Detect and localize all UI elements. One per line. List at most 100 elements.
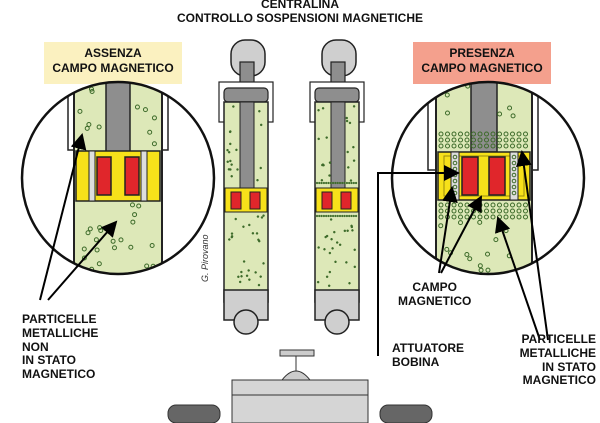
particle xyxy=(464,251,470,257)
particle xyxy=(89,89,95,95)
particle xyxy=(516,143,522,149)
particle xyxy=(464,137,470,143)
particle xyxy=(477,214,483,220)
particle xyxy=(341,181,344,185)
particle xyxy=(484,137,489,143)
particle xyxy=(248,223,251,227)
particle xyxy=(343,229,347,233)
particle xyxy=(235,148,238,152)
particle xyxy=(318,214,321,218)
particle xyxy=(458,137,463,143)
particle xyxy=(485,251,491,257)
particle xyxy=(445,131,450,137)
particle xyxy=(352,181,355,185)
particle xyxy=(130,219,136,225)
particle xyxy=(237,275,240,279)
particle xyxy=(350,214,353,218)
badge-on-line-2: CAMPO MAGNETICO xyxy=(421,61,543,75)
particle xyxy=(351,229,354,232)
particle xyxy=(149,242,155,248)
particle xyxy=(317,137,320,141)
particle xyxy=(511,154,517,160)
particle xyxy=(334,214,337,218)
particle xyxy=(497,137,502,143)
particle xyxy=(510,131,515,137)
particle xyxy=(144,263,150,269)
particle xyxy=(93,237,99,243)
particle xyxy=(503,143,509,149)
particle xyxy=(230,235,234,238)
shock-absorber-icon xyxy=(218,39,274,335)
particle xyxy=(321,163,325,166)
particle xyxy=(334,260,337,264)
particle xyxy=(354,214,358,218)
particle xyxy=(316,280,320,284)
particle xyxy=(458,208,463,214)
particle xyxy=(323,248,326,251)
particle xyxy=(345,119,349,123)
particle xyxy=(338,214,342,218)
particle xyxy=(471,131,476,137)
particle xyxy=(467,256,473,262)
particle xyxy=(232,105,235,108)
particle xyxy=(477,143,483,149)
particle xyxy=(345,261,348,264)
particle xyxy=(334,181,337,185)
badge-magnetic-field-present: PRESENZA CAMPO MAGNETICO xyxy=(413,42,551,84)
particle xyxy=(229,168,232,171)
particle xyxy=(336,214,339,218)
particle xyxy=(352,105,356,108)
particle xyxy=(444,246,450,252)
particle xyxy=(242,260,246,263)
callout-coil-actuator: ATTUATORE BOBINA xyxy=(392,341,464,370)
particle xyxy=(151,115,157,121)
car-icon xyxy=(167,349,433,423)
particle xyxy=(331,247,334,250)
particle xyxy=(118,237,124,243)
arrow-icon xyxy=(377,150,549,356)
particle xyxy=(477,219,483,225)
particle xyxy=(259,275,262,278)
diagram-title: CENTRALINA CONTROLLO SOSPENSIONI MAGNETI… xyxy=(0,0,600,26)
particle xyxy=(325,275,329,279)
particle xyxy=(328,161,332,164)
particle xyxy=(510,208,515,214)
particle xyxy=(493,237,499,243)
particle xyxy=(477,131,483,137)
particle xyxy=(349,179,353,182)
particle xyxy=(257,283,261,287)
particle xyxy=(477,137,483,143)
particle xyxy=(438,208,444,214)
callout-line: BOBINA xyxy=(392,354,440,369)
callout-particles-magnetized: PARTICELLE METALLICHE IN STATO MAGNETICO xyxy=(496,332,596,388)
particle xyxy=(320,214,323,218)
particle xyxy=(325,181,328,185)
particle xyxy=(132,212,138,218)
particle xyxy=(490,208,496,214)
particle xyxy=(511,184,517,190)
particle xyxy=(451,143,457,149)
callout-line: IN STATO xyxy=(542,359,596,374)
shock-absorber-icon xyxy=(309,39,365,335)
particle xyxy=(329,218,333,221)
particle xyxy=(238,280,242,284)
particle xyxy=(464,131,470,137)
particle xyxy=(511,190,517,196)
particle xyxy=(341,214,344,218)
particle xyxy=(112,245,118,251)
particle xyxy=(226,160,229,164)
particle xyxy=(151,141,157,147)
particle xyxy=(227,150,231,154)
particle xyxy=(438,214,444,220)
particle xyxy=(86,122,92,128)
particle xyxy=(484,214,489,220)
callout-line: MAGNETICO xyxy=(398,293,472,308)
particle xyxy=(511,166,517,172)
particle xyxy=(516,214,522,220)
particle xyxy=(438,137,444,143)
callout-line: MAGNETICO xyxy=(522,373,596,388)
badge-no-magnetic-field: ASSENZA CAMPO MAGNETICO xyxy=(44,42,182,84)
particle xyxy=(318,181,321,185)
particle xyxy=(96,261,102,267)
